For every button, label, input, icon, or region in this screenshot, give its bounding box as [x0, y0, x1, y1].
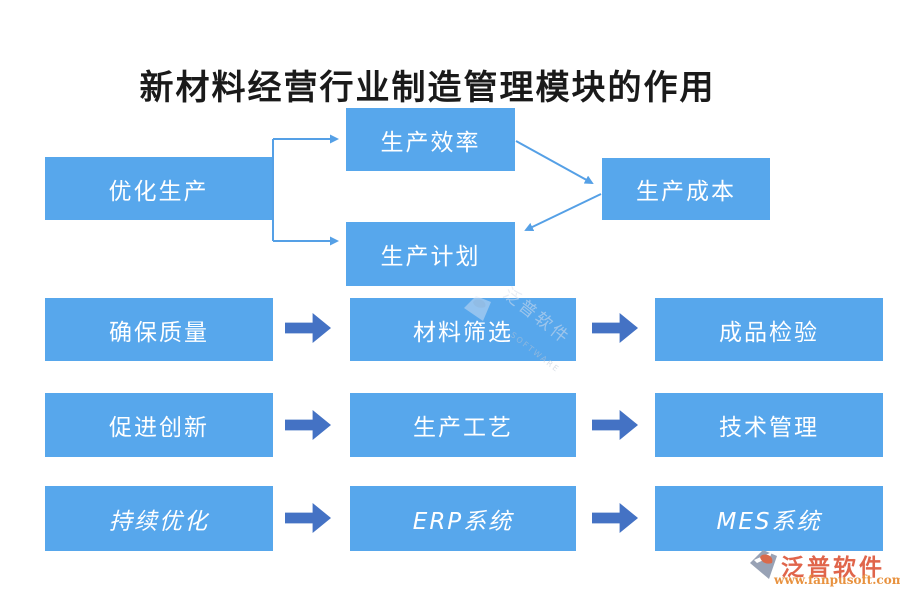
arrow-efficiency-to-cost: [515, 140, 594, 184]
node-ensure-quality: 确保质量: [45, 298, 273, 361]
node-production-efficiency: 生产效率: [346, 108, 515, 171]
node-promote-innovation: 促进创新: [45, 393, 273, 457]
flow-arrow-icon: [592, 410, 638, 440]
flow-arrow-icon: [592, 503, 638, 533]
watermark-logo-icon: [462, 296, 492, 326]
node-material-screening: 材料筛选: [350, 298, 576, 361]
node-finished-inspection: 成品检验: [655, 298, 883, 361]
flow-arrow-icon: [285, 503, 331, 533]
node-erp-system: ERP系统: [350, 486, 576, 551]
brand-footer: 泛普软件 www.fanpusoft.com: [750, 548, 900, 593]
arrow-cost-to-plan: [524, 193, 602, 232]
node-production-process: 生产工艺: [350, 393, 576, 457]
flow-arrow-icon: [592, 313, 638, 343]
node-optimize-production: 优化生产: [45, 157, 272, 220]
brand-name: 泛普软件: [781, 554, 885, 581]
flow-arrow-icon: [285, 410, 331, 440]
brand-logo-icon: [750, 550, 778, 584]
node-production-plan: 生产计划: [346, 222, 515, 286]
diagram-title: 新材料经营行业制造管理模块的作用: [139, 68, 716, 108]
node-continuous-optimization: 持续优化: [45, 486, 273, 551]
brand-url: www.fanpusoft.com: [774, 573, 900, 587]
node-technology-management: 技术管理: [655, 393, 883, 457]
flow-arrow-icon: [285, 313, 331, 343]
node-mes-system: MES系统: [655, 486, 883, 551]
node-production-cost: 生产成本: [602, 158, 770, 220]
